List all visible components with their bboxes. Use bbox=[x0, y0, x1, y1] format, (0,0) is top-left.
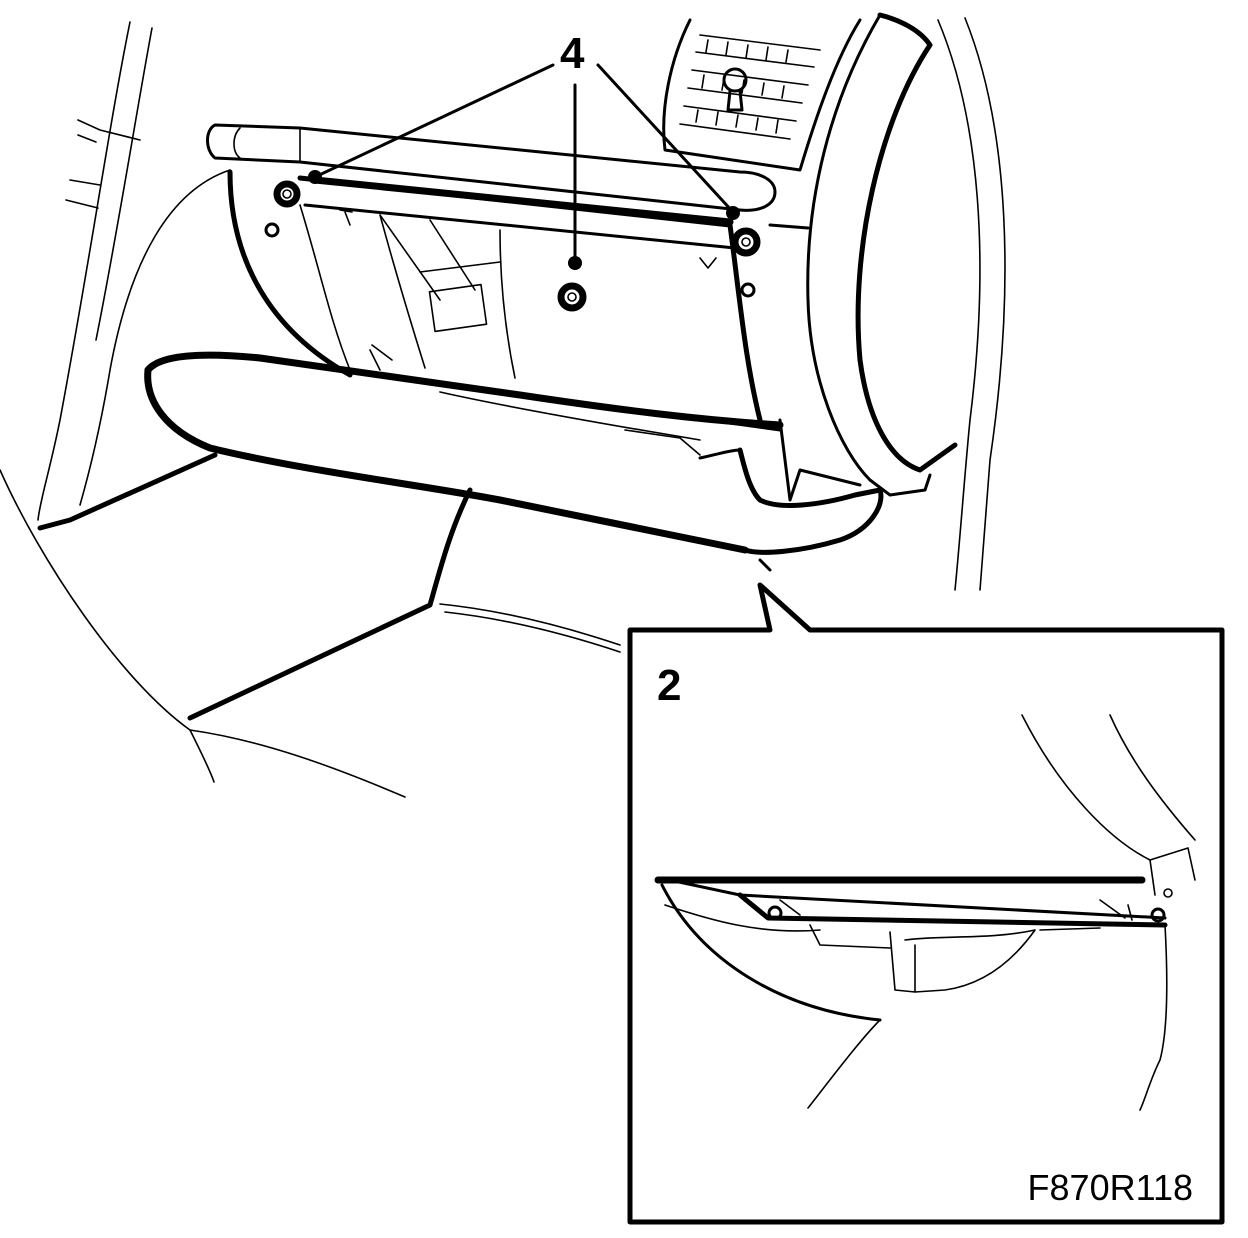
leader-line-right bbox=[596, 63, 735, 214]
screw-center bbox=[557, 282, 587, 312]
leader-dot-right bbox=[726, 206, 740, 220]
leader-dot-left bbox=[308, 170, 322, 184]
screw-left bbox=[273, 180, 301, 208]
inset-label: 2 bbox=[657, 661, 681, 710]
inset-detail-drawing bbox=[654, 714, 1196, 1111]
dashboard-upper-ledge bbox=[206, 123, 777, 212]
leader-line-left bbox=[313, 63, 555, 179]
callout-4-label: 4 bbox=[560, 29, 585, 78]
screw-right bbox=[731, 227, 761, 257]
center-air-vent bbox=[662, 18, 862, 172]
leader-dot-center bbox=[568, 256, 582, 270]
glovebox-lid bbox=[144, 344, 884, 572]
right-door-frame bbox=[768, 12, 1006, 591]
floor-edges bbox=[37, 452, 621, 721]
inset-frame bbox=[627, 582, 1225, 1225]
figure-id: F870R118 bbox=[1028, 1167, 1193, 1208]
dashboard-left-trim bbox=[0, 21, 406, 798]
callout-4-leaders bbox=[308, 63, 740, 270]
glovebox-frame bbox=[227, 169, 763, 423]
fastener-screws bbox=[273, 180, 761, 312]
